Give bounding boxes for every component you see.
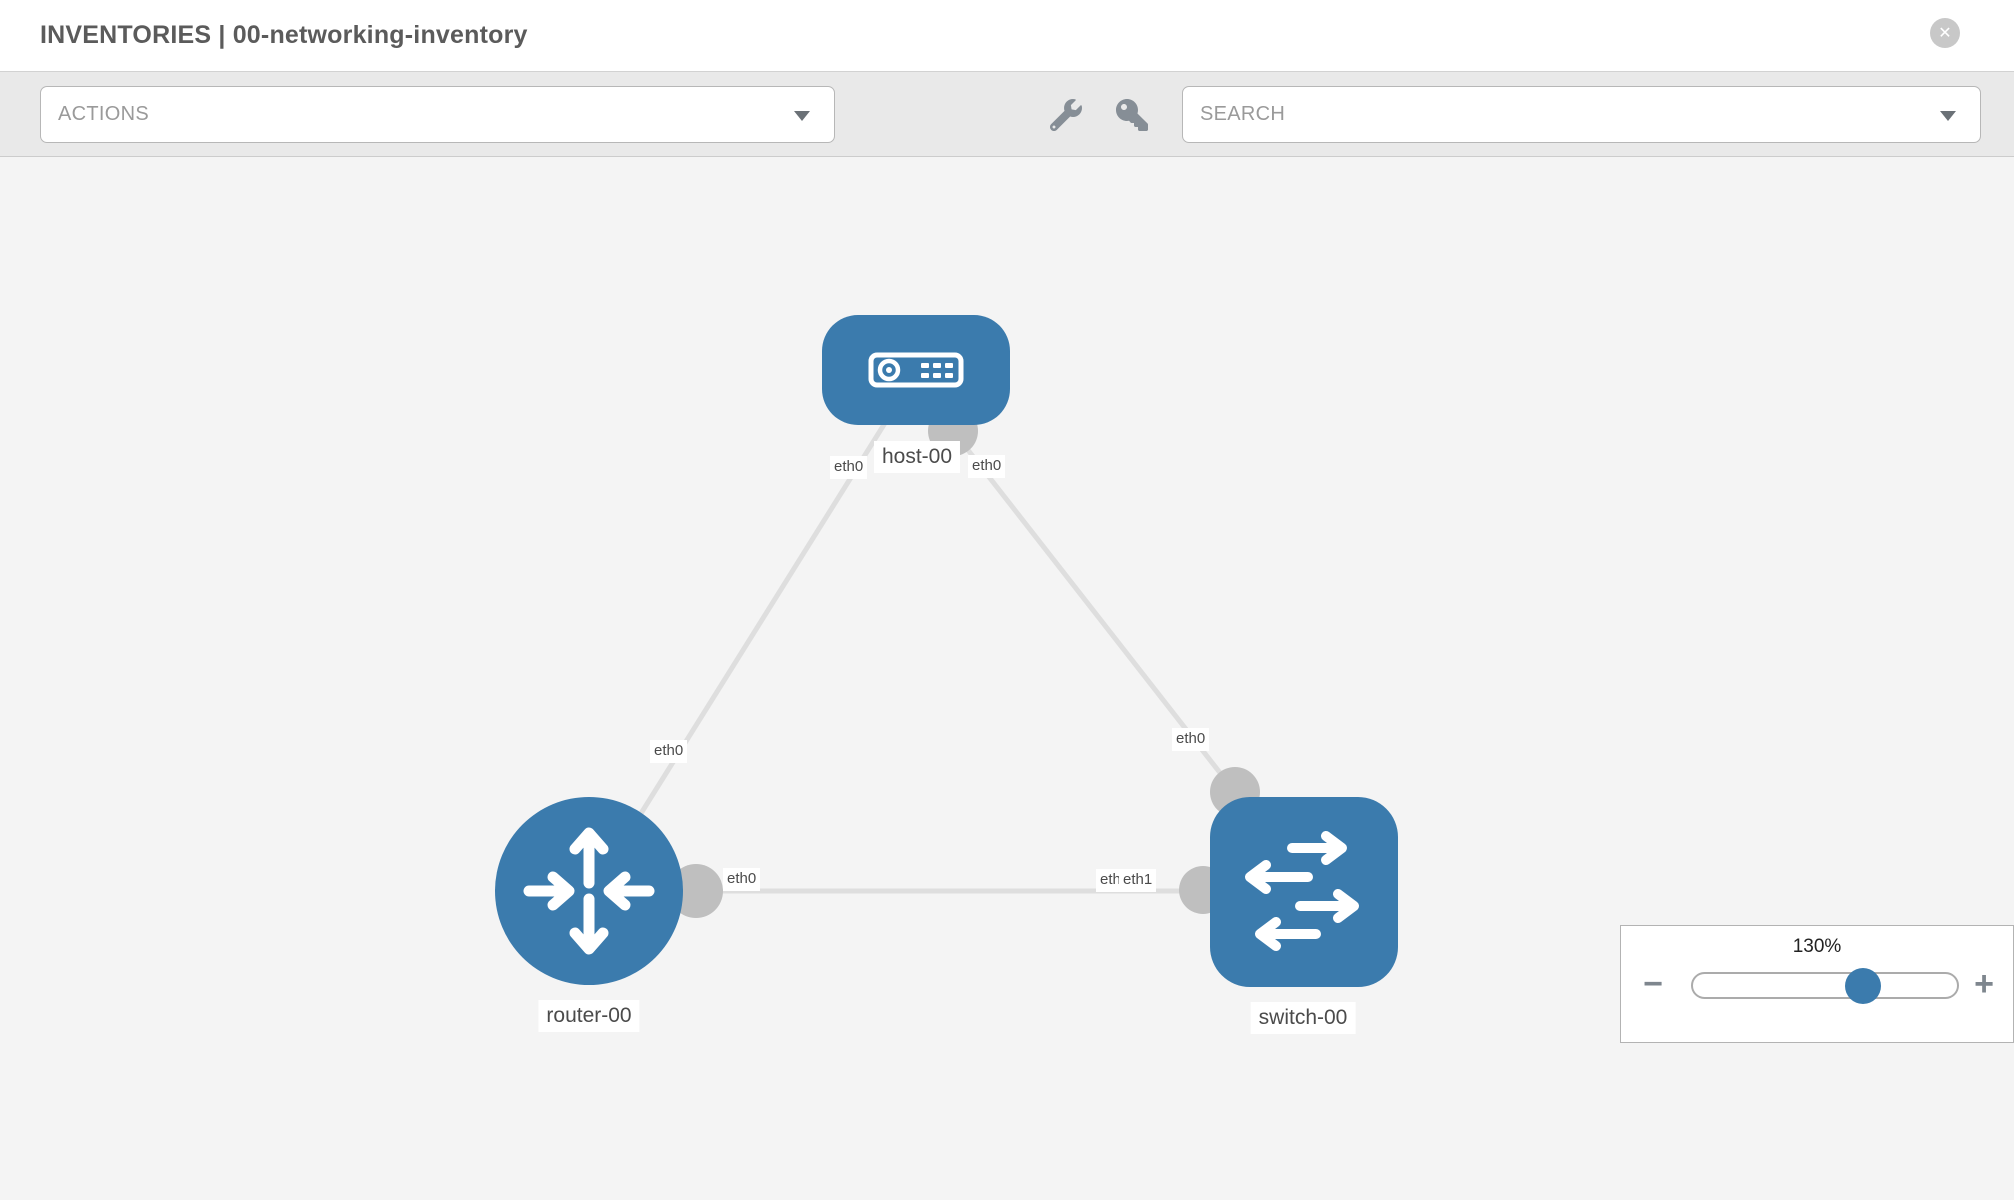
interface-label: eth0: [830, 456, 868, 479]
actions-dropdown[interactable]: ACTIONS: [40, 86, 835, 143]
interface-label: eth0: [1172, 728, 1210, 751]
page-title: INVENTORIES | 00-networking-inventory: [40, 21, 528, 49]
node-label-switch: switch-00: [1250, 1002, 1356, 1035]
node-label-router: router-00: [538, 1000, 640, 1033]
node-label-host: host-00: [873, 441, 961, 474]
close-button[interactable]: ✕: [1930, 18, 1960, 48]
close-icon: ✕: [1938, 25, 1952, 42]
title-bar: INVENTORIES | 00-networking-inventory ✕: [0, 0, 2014, 71]
interface-label: eth0: [968, 455, 1006, 478]
zoom-level: 130%: [1792, 936, 1842, 957]
toolbar: ACTIONS SEARCH: [0, 71, 2014, 157]
key-icon: [1116, 99, 1148, 131]
node-switch-00[interactable]: [1210, 797, 1398, 987]
zoom-slider-handle[interactable]: [1845, 968, 1881, 1004]
chevron-down-icon: [794, 111, 810, 121]
zoom-in-button[interactable]: +: [1974, 965, 1994, 1003]
node-host-00[interactable]: [822, 315, 1010, 425]
node-router-00[interactable]: [495, 797, 683, 985]
zoom-slider-track[interactable]: [1691, 972, 1959, 999]
search-placeholder: SEARCH: [1200, 103, 1286, 125]
switch-icon: [1245, 831, 1359, 951]
credentials-button[interactable]: [1116, 99, 1148, 131]
topology-canvas[interactable]: eth0 eth0 eth0 eth0 eth0 eth0 eth1 host-…: [0, 157, 2014, 1200]
zoom-control-panel: 130% − +: [1620, 925, 2014, 1043]
interface-label: eth0: [723, 868, 761, 891]
router-icon: [523, 827, 655, 955]
chevron-down-icon: [1940, 111, 1956, 121]
port-router-eth0: [669, 864, 723, 918]
interface-label: eth1: [1119, 869, 1157, 892]
search-dropdown[interactable]: SEARCH: [1182, 86, 1981, 143]
host-icon: [868, 352, 964, 388]
wrench-icon: [1049, 99, 1082, 132]
interface-label: eth0: [650, 740, 688, 763]
zoom-out-button[interactable]: −: [1643, 965, 1663, 1003]
configure-button[interactable]: [1049, 99, 1082, 132]
actions-dropdown-label: ACTIONS: [58, 103, 149, 125]
